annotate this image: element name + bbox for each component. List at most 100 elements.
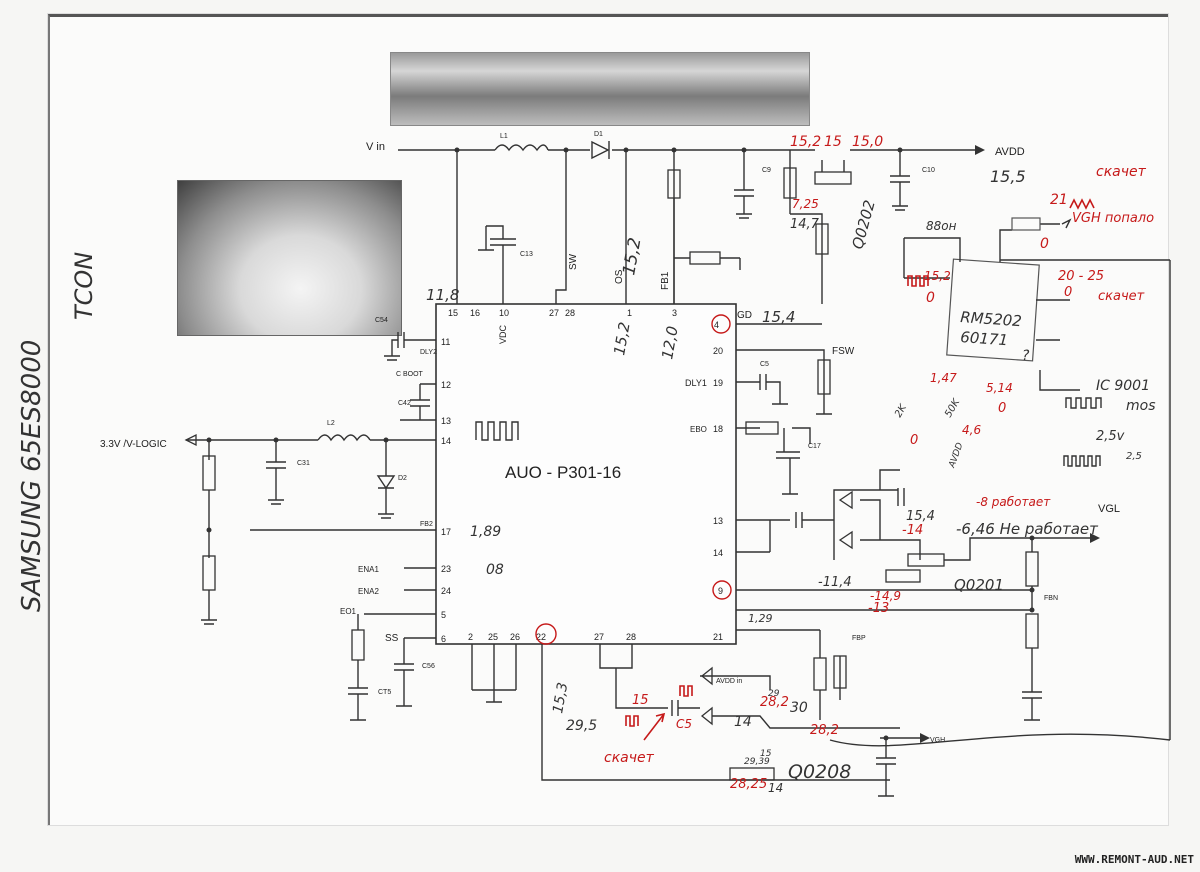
net-fbp: FBP <box>852 635 866 642</box>
pin-10: 10 <box>499 308 509 318</box>
c13-label: C13 <box>520 251 533 258</box>
note-14a: 14 <box>734 714 752 730</box>
ct5-label: CT5 <box>378 689 391 696</box>
inductor-l1 <box>494 144 549 152</box>
red-14-9: -14,9 <box>870 589 901 603</box>
ic-9001: IC 9001 <box>1096 378 1150 394</box>
net-ss: SS <box>385 633 399 644</box>
note-q0202: Q0202 <box>848 198 878 251</box>
c9-label: C9 <box>762 167 771 174</box>
rm-q: ? <box>1022 348 1030 364</box>
c31-label: C31 <box>297 460 310 467</box>
pin-r-9: 9 <box>718 586 723 596</box>
pin-name-gd: GD <box>737 310 752 321</box>
side-note-model: SAMSUNG 65ES8000 <box>17 340 47 612</box>
pin-5: 5 <box>441 610 446 620</box>
net-vlogic: 3.3V /V-LOGIC <box>100 439 167 450</box>
note-88on: 88он <box>926 219 957 233</box>
red-vgl-nowork: -6,46 Не работает <box>956 520 1099 538</box>
red-14: -14 <box>902 523 923 538</box>
red-c5: C5 <box>676 717 692 731</box>
l2-label: L2 <box>327 420 335 427</box>
rm-chip: RM5202 <box>960 308 1023 330</box>
pin-11: 11 <box>441 337 450 347</box>
red-15-2b: 15,2 <box>924 269 951 283</box>
note-q0201: Q0201 <box>954 576 1004 594</box>
net-cboot: C BOOT <box>396 371 424 378</box>
c5-label: C5 <box>760 361 769 368</box>
net-dly2: DLY2 <box>420 349 437 356</box>
watermark: WWW.REMONT-AUD.NET <box>1074 853 1194 866</box>
red-13: -13 <box>868 601 889 616</box>
c42-label: C42 <box>398 400 411 407</box>
l1-label: L1 <box>500 133 508 140</box>
note-14-7: 14,7 <box>790 217 820 232</box>
pin-r-14: 14 <box>713 548 723 558</box>
c56-label: C56 <box>422 663 435 670</box>
red-0d: 0 <box>998 401 1006 416</box>
note-15-3: 15,3 <box>550 681 571 714</box>
red-15-0: 15,0 <box>852 134 883 150</box>
red-0c: 0 <box>926 290 935 306</box>
note-2-5: 2,5 <box>1126 451 1142 462</box>
board-photo-closeup <box>177 180 402 336</box>
note-avdd-val: 15,5 <box>990 167 1026 186</box>
note-1-89: 1,89 <box>470 524 501 540</box>
note-29-39: 29,39 <box>744 757 770 767</box>
pin-24: 24 <box>441 586 451 596</box>
red-5-14: 5,14 <box>986 381 1013 395</box>
pin-27: 27 <box>549 308 559 318</box>
pin-b-2: 2 <box>468 632 473 642</box>
rm-code: 60171 <box>960 328 1009 349</box>
red-0a: 0 <box>1040 236 1049 252</box>
diode-d1 <box>591 140 610 160</box>
ic-9001-mos: mos <box>1126 398 1156 414</box>
note-avdd-small: AVDD <box>947 441 966 470</box>
pin-b-28: 28 <box>626 632 636 642</box>
pin-name-sw: SW <box>568 253 579 270</box>
note-29-5: 29,5 <box>566 718 597 734</box>
pin-3: 3 <box>672 308 677 318</box>
pin-r-19: 19 <box>713 378 723 388</box>
pin-6: 6 <box>441 634 446 644</box>
net-ena1: ENA1 <box>358 565 379 574</box>
net-avdd-in: AVDD in <box>716 678 742 685</box>
board-photo-strip <box>390 52 810 126</box>
pin-14: 14 <box>441 436 451 446</box>
d2-label: D2 <box>398 475 407 482</box>
pin-1: 1 <box>627 308 632 318</box>
pin-b-27: 27 <box>594 632 604 642</box>
red-28-25: 28,25 <box>730 777 767 792</box>
pin-r-13: 13 <box>713 516 723 526</box>
red-4-6: 4,6 <box>962 423 981 437</box>
note-q0208: Q0208 <box>788 761 851 783</box>
pin-15: 15 <box>448 308 458 318</box>
pin-r-21: 21 <box>713 632 723 642</box>
red-vgl-work: -8 работает <box>976 495 1051 509</box>
note-30: 30 <box>790 700 808 716</box>
red-vgh-note: VGH попало <box>1072 211 1154 226</box>
red-15: 15 <box>824 134 842 150</box>
net-fb2: FB2 <box>420 521 433 528</box>
note-15: 15 <box>760 749 772 759</box>
red-skachet-1: скачет <box>1096 164 1147 180</box>
red-0e: 0 <box>910 433 918 448</box>
red-0b: 0 <box>1064 285 1072 300</box>
note-os-15-2: 15,2 <box>619 236 645 277</box>
pin-name-dly1: DLY1 <box>685 378 707 388</box>
note-11-8: 11,8 <box>426 286 459 304</box>
pin-r-4: 4 <box>714 320 719 330</box>
net-fbn: FBN <box>1044 595 1058 602</box>
note-50k: 50K <box>943 396 963 419</box>
net-vin: V in <box>366 141 385 153</box>
pin-name-fb1: FB1 <box>660 271 671 290</box>
pin-b-22: 22 <box>536 632 546 642</box>
pin-28: 28 <box>565 308 575 318</box>
red-15b: 15 <box>632 693 649 708</box>
note-2k: 2K <box>893 402 910 420</box>
red-skachet-3: скачет <box>604 750 655 766</box>
red-28-2a: 28,2 <box>760 695 789 710</box>
pin-name-os: OS <box>614 269 625 284</box>
note-14b: 14 <box>768 781 783 795</box>
